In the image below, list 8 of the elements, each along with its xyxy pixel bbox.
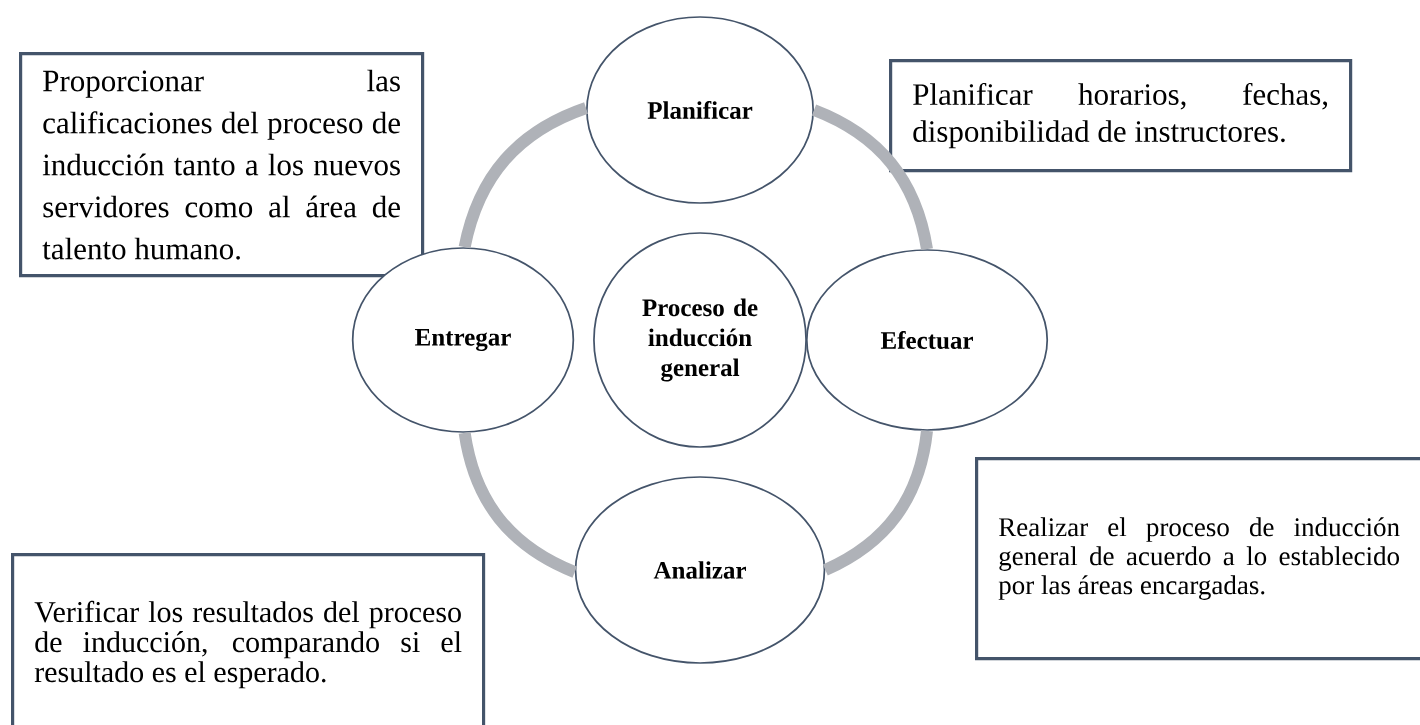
text-box: Planificar horarios, fechas, disponibilidad de instructores. (889, 59, 1353, 173)
ring-arc (458, 431, 578, 578)
ring-arc (458, 102, 589, 249)
text-box: Proporcionar las calificaciones del proceso de inducción tanto a los nuevos servidores como al área de talento humano. (19, 52, 425, 278)
ring-arc (811, 104, 933, 251)
ring-arc (822, 430, 933, 576)
text-box: Realizar el proceso de inducción general de acuerdo a lo establecido por las áreas encargadas. (975, 457, 1420, 661)
text-box: Verificar los resultados del proceso de inducción, comparando si el resultado es el esperado. (11, 553, 486, 725)
